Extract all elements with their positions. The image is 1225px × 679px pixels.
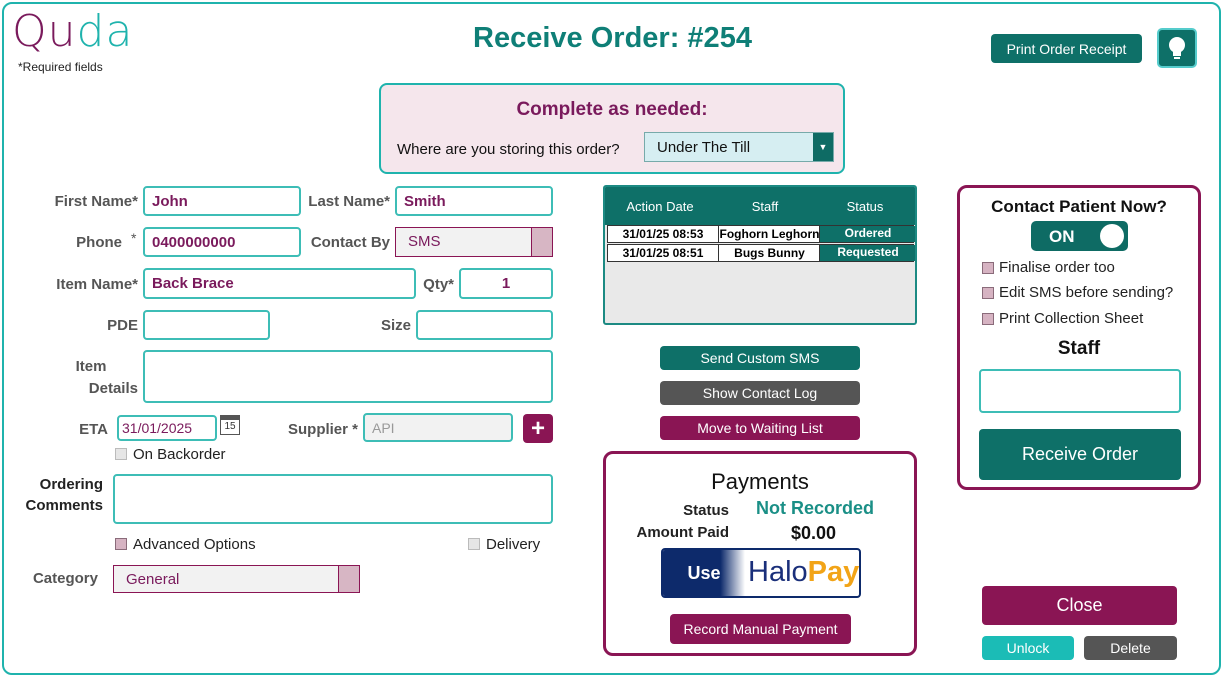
item-details-label-line2: Details [88, 380, 138, 397]
qty-label: Qty* [423, 276, 454, 293]
show-contact-log-button[interactable]: Show Contact Log [660, 381, 860, 405]
payment-status-label: Status [683, 502, 729, 519]
quda-logo: Quda [12, 6, 134, 57]
halopay-logo: HaloPay [748, 556, 860, 588]
delete-button[interactable]: Delete [1084, 636, 1177, 660]
eta-field[interactable]: 31/01/2025 [117, 415, 217, 441]
status-badge: Ordered [819, 226, 915, 242]
calendar-icon[interactable]: 15 [220, 415, 240, 435]
payments-panel: Payments Status Not Recorded Amount Paid… [603, 451, 917, 656]
category-select[interactable]: General [113, 565, 360, 593]
col-staff: Staff [751, 199, 779, 214]
row-date: 31/01/25 08:51 [622, 246, 704, 260]
contact-toggle[interactable]: ON [1031, 221, 1128, 251]
complete-heading: Complete as needed: [516, 99, 708, 120]
col-status: Status [846, 199, 884, 214]
storage-value: Under The Till [657, 139, 751, 156]
phone-field[interactable]: 0400000000 [143, 227, 301, 257]
pde-field[interactable] [143, 310, 270, 340]
hint-button[interactable] [1157, 28, 1197, 68]
ordering-comments-label-line1: Ordering [39, 476, 103, 493]
toggle-knob [1100, 224, 1124, 248]
phone-required-star: * [131, 230, 137, 246]
on-backorder-label: On Backorder [133, 446, 226, 463]
contact-patient-panel: Contact Patient Now? Finalise order too … [957, 185, 1201, 490]
receive-order-button[interactable]: Receive Order [979, 429, 1181, 480]
item-name-field[interactable]: Back Brace [143, 268, 416, 299]
contact-by-label: Contact By [310, 234, 390, 251]
on-backorder-checkbox[interactable] [115, 448, 127, 460]
table-row[interactable]: 31/01/25 08:51 Bugs Bunny Requested [607, 244, 915, 262]
order-history-table: Action Date Staff Status 31/01/25 08:53 … [603, 185, 917, 325]
first-name-label: First Name* [54, 193, 138, 210]
payment-status-value: Not Recorded [756, 498, 875, 518]
halopay-use: Use [663, 550, 745, 596]
add-supplier-button[interactable]: + [523, 414, 553, 443]
edit-sms-checkbox[interactable] [982, 287, 994, 299]
finalise-order-label: Finalise order too [999, 259, 1115, 276]
page-title: Receive Order: #254 [473, 22, 752, 54]
record-manual-payment-button[interactable]: Record Manual Payment [670, 614, 851, 644]
table-row[interactable]: 31/01/25 08:53 Foghorn Leghorn Ordered [607, 225, 915, 243]
advanced-options-label: Advanced Options [133, 536, 256, 553]
row-staff: Foghorn Leghorn [718, 226, 820, 243]
edit-sms-label: Edit SMS before sending? [999, 284, 1174, 301]
lightbulb-icon [1169, 37, 1185, 59]
contact-heading: Contact Patient Now? [991, 197, 1167, 216]
ordering-comments-field[interactable] [113, 474, 553, 524]
last-name-field[interactable]: Smith [395, 186, 553, 216]
amount-paid-value: $0.00 [791, 523, 837, 543]
finalise-order-checkbox[interactable] [982, 262, 994, 274]
table-header: Action Date Staff Status [605, 187, 915, 225]
print-collection-sheet-checkbox[interactable] [982, 313, 994, 325]
staff-field[interactable] [979, 369, 1181, 413]
halopay-button[interactable]: Use HaloPay [661, 548, 861, 598]
storage-dropdown[interactable]: Under The Till ▼ [644, 132, 834, 162]
supplier-field[interactable]: API [363, 413, 513, 442]
required-note: *Required fields [18, 60, 103, 74]
item-details-label-line1: Item [75, 358, 107, 375]
print-receipt-button[interactable]: Print Order Receipt [991, 34, 1142, 63]
last-name-label: Last Name* [308, 193, 390, 210]
size-field[interactable] [416, 310, 553, 340]
size-label: Size [380, 317, 411, 334]
phone-label: Phone [76, 234, 122, 251]
first-name-field[interactable]: John [143, 186, 301, 216]
staff-label: Staff [1057, 338, 1101, 359]
calendar-day: 15 [224, 421, 236, 432]
eta-label: ETA [79, 421, 108, 438]
row-date: 31/01/25 08:53 [622, 227, 704, 241]
contact-by-dropdown-tab[interactable] [531, 228, 552, 256]
storage-question: Where are you storing this order? [397, 141, 620, 158]
delivery-label: Delivery [486, 536, 541, 553]
chevron-down-icon[interactable]: ▼ [813, 133, 833, 161]
item-name-label: Item Name* [56, 276, 138, 293]
row-staff: Bugs Bunny [718, 245, 820, 262]
category-value: General [126, 571, 180, 588]
payments-heading: Payments [711, 469, 809, 494]
send-custom-sms-button[interactable]: Send Custom SMS [660, 346, 860, 370]
close-button[interactable]: Close [982, 586, 1177, 625]
pde-label: PDE [107, 317, 138, 334]
item-details-field[interactable] [143, 350, 553, 403]
advanced-options-checkbox[interactable] [115, 538, 127, 550]
amount-paid-label: Amount Paid [636, 524, 730, 541]
unlock-button[interactable]: Unlock [982, 636, 1074, 660]
move-to-waiting-list-button[interactable]: Move to Waiting List [660, 416, 860, 440]
category-label: Category [32, 570, 98, 587]
category-dropdown-tab[interactable] [338, 566, 359, 592]
supplier-label: Supplier * [287, 421, 358, 438]
toggle-label: ON [1049, 227, 1075, 246]
status-badge: Requested [819, 245, 915, 261]
delivery-checkbox[interactable] [468, 538, 480, 550]
contact-by-value: SMS [408, 233, 441, 250]
ordering-comments-label-line2: Comments [25, 497, 103, 514]
col-action-date: Action Date [626, 199, 694, 214]
print-collection-sheet-label: Print Collection Sheet [999, 310, 1144, 327]
qty-field[interactable]: 1 [459, 268, 553, 299]
contact-by-select[interactable]: SMS [395, 227, 553, 257]
